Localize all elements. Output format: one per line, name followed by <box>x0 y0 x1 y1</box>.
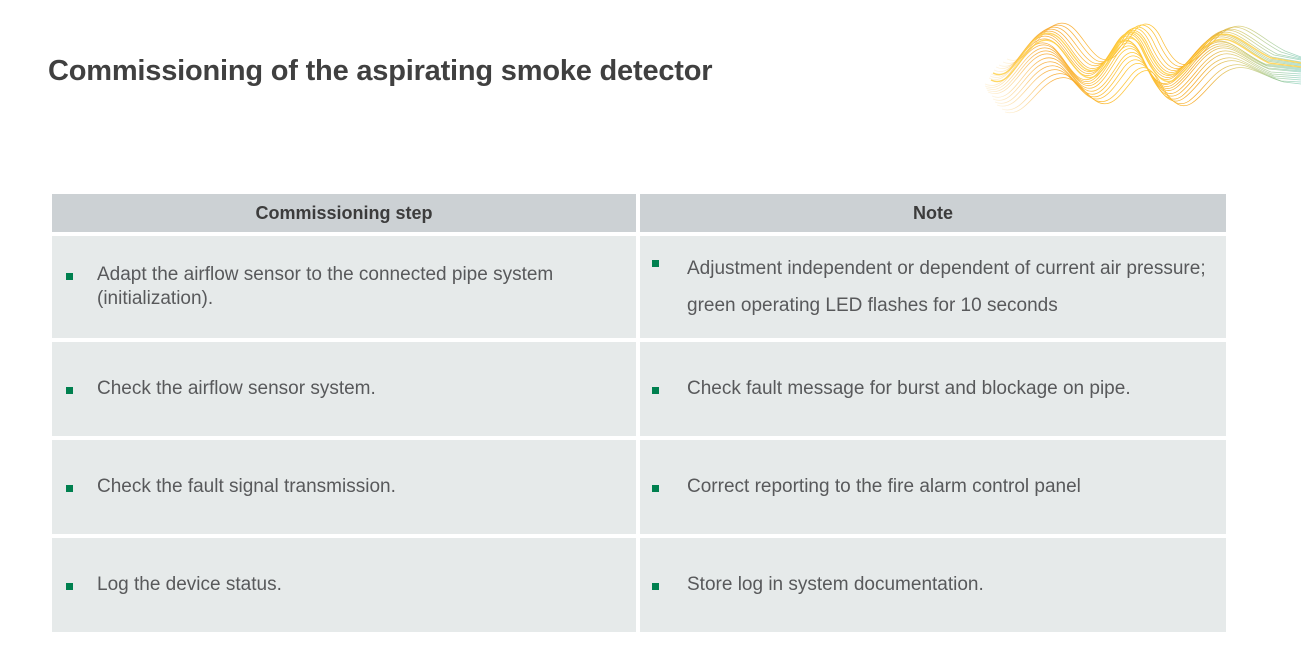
square-bullet-icon <box>66 387 73 395</box>
square-bullet-icon <box>66 273 73 281</box>
table-header: Commissioning step Note <box>52 194 1226 232</box>
cell-note-2: Check fault message for burst and blocka… <box>640 342 1226 436</box>
bullet-item: Check the fault signal transmission. <box>52 475 636 499</box>
cell-note-3: Correct reporting to the fire alarm cont… <box>640 440 1226 534</box>
square-bullet-icon <box>652 387 659 395</box>
note-text: Adjustment independent or dependent of c… <box>687 257 1206 316</box>
commissioning-table-container: Commissioning step Note Adapt the airflo… <box>48 190 1226 636</box>
commissioning-table: Commissioning step Note Adapt the airflo… <box>48 190 1230 636</box>
bullet-item: Check the airflow sensor system. <box>52 377 636 401</box>
cell-step-3: Check the fault signal transmission. <box>52 440 636 534</box>
orange-wave-graphic <box>981 8 1301 118</box>
square-bullet-icon <box>66 583 73 591</box>
column-header-commissioning-step: Commissioning step <box>52 194 636 232</box>
table-row: Log the device status. Store log in syst… <box>52 538 1226 632</box>
table-row: Check the airflow sensor system. Check f… <box>52 342 1226 436</box>
note-text: Check fault message for burst and blocka… <box>687 378 1131 400</box>
cell-note-4: Store log in system documentation. <box>640 538 1226 632</box>
table-header-row: Commissioning step Note <box>52 194 1226 232</box>
cell-step-2: Check the airflow sensor system. <box>52 342 636 436</box>
step-text: Log the device status. <box>97 574 282 596</box>
table-row: Check the fault signal transmission. Cor… <box>52 440 1226 534</box>
note-text: Correct reporting to the fire alarm cont… <box>687 476 1081 498</box>
table-row: Adapt the airflow sensor to the connecte… <box>52 236 1226 338</box>
page-title: Commissioning of the aspirating smoke de… <box>48 55 713 87</box>
column-header-note: Note <box>640 194 1226 232</box>
bullet-item: Check fault message for burst and blocka… <box>640 377 1226 401</box>
cell-note-1: Adjustment independent or dependent of c… <box>640 236 1226 338</box>
bullet-item: Log the device status. <box>52 573 636 597</box>
bullet-item: Adjustment independent or dependent of c… <box>640 250 1226 324</box>
bullet-item: Correct reporting to the fire alarm cont… <box>640 475 1226 499</box>
cell-step-1: Adapt the airflow sensor to the connecte… <box>52 236 636 338</box>
step-text: Check the airflow sensor system. <box>97 378 376 400</box>
note-text: Store log in system documentation. <box>687 574 984 596</box>
cell-step-4: Log the device status. <box>52 538 636 632</box>
bullet-item: Store log in system documentation. <box>640 573 1226 597</box>
bullet-item: Adapt the airflow sensor to the connecte… <box>52 263 636 311</box>
step-text: Check the fault signal transmission. <box>97 476 396 498</box>
step-text: Adapt the airflow sensor to the connecte… <box>97 264 554 309</box>
square-bullet-icon <box>66 485 73 493</box>
square-bullet-icon <box>652 259 659 267</box>
table-body: Adapt the airflow sensor to the connecte… <box>52 236 1226 632</box>
square-bullet-icon <box>652 485 659 493</box>
square-bullet-icon <box>652 583 659 591</box>
